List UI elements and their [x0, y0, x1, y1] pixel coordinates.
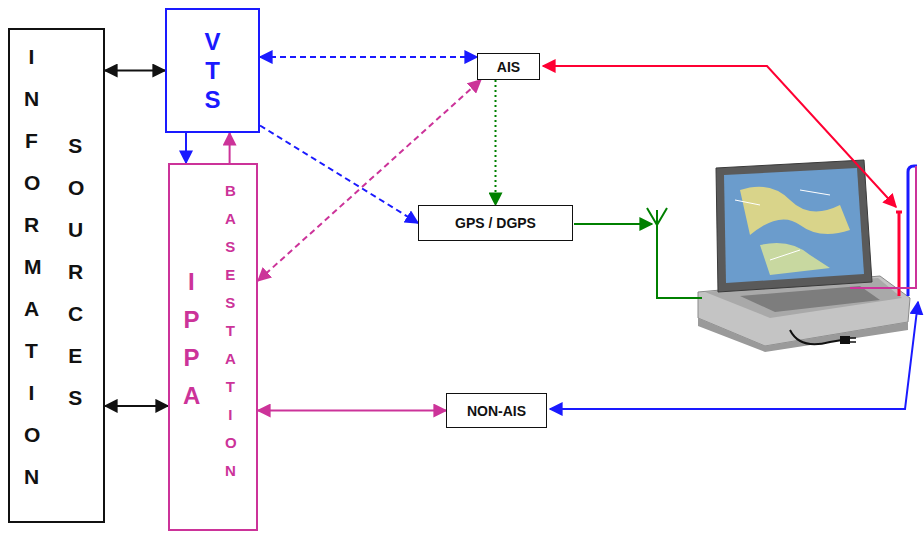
node-label: BASE STATION: [225, 177, 236, 485]
ippa-base-station-box: IPPA BASE STATION: [168, 163, 258, 531]
gps-dgps-box: GPS / DGPS: [418, 205, 573, 241]
flow-arrow: [229, 133, 231, 163]
dotted-link: [495, 80, 497, 205]
bidirectional-arrow: [258, 410, 446, 412]
dashed-link: [258, 80, 481, 281]
ais-laptop-link: [543, 66, 896, 207]
node-label: VTS: [204, 27, 221, 114]
node-label: AIS: [497, 59, 520, 75]
information-sources-box: INFORMATION SOURCES: [8, 28, 105, 523]
gps-to-antenna-arrow: [574, 223, 652, 225]
node-label: NON-AIS: [467, 403, 526, 419]
non-ais-box: NON-AIS: [446, 393, 547, 428]
nonais-laptop-link: [550, 302, 918, 409]
node-label: INFORMATION: [24, 36, 39, 498]
vts-box: VTS: [165, 8, 260, 133]
flow-arrow: [185, 133, 187, 163]
ais-device: [896, 212, 902, 296]
node-label: SOURCES: [68, 125, 83, 419]
bidirectional-arrow: [105, 405, 168, 407]
magenta-lead: [850, 166, 916, 288]
node-label: GPS / DGPS: [455, 215, 536, 231]
dashed-link: [260, 56, 477, 58]
antenna: [647, 208, 702, 298]
ais-box: AIS: [477, 53, 540, 80]
dashed-link: [260, 126, 418, 224]
node-label: IPPA: [183, 263, 200, 415]
bidirectional-arrow: [105, 70, 165, 72]
